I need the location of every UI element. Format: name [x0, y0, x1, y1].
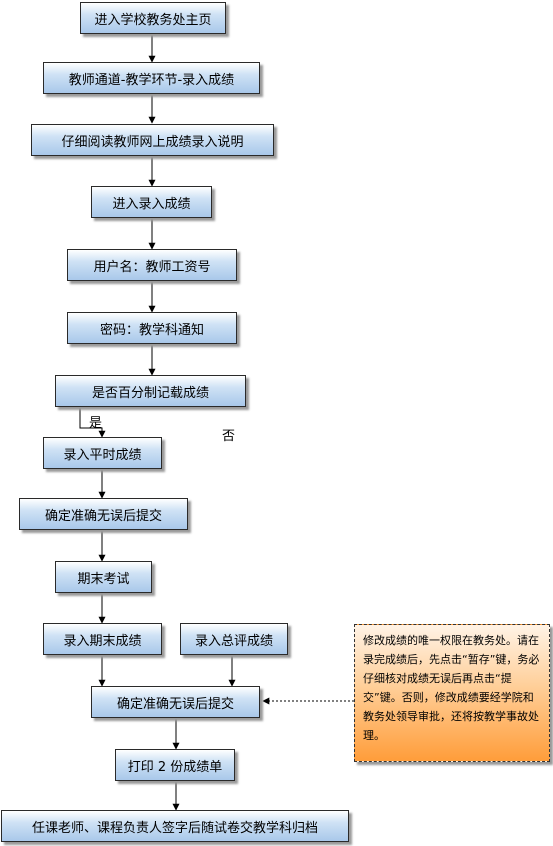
arrow-n7-n8 — [79, 407, 106, 438]
label-no: 否 — [222, 429, 236, 444]
node-confirm-submit-2: 确定准确无误后提交 — [91, 686, 260, 718]
node-enter-homepage: 进入学校教务处主页 — [80, 2, 226, 34]
node-teacher-channel: 教师通道-教学环节-录入成绩 — [43, 62, 260, 94]
node-enter-final-grades: 录入期末成绩 — [43, 623, 162, 655]
node-confirm-submit-1: 确定准确无误后提交 — [19, 498, 188, 530]
node-sign-and-archive: 任课老师、课程负责人签字后随试卷交教学科归档 — [1, 810, 349, 842]
node-read-instructions: 仔细阅读教师网上成绩录入说明 — [31, 124, 274, 156]
node-username: 用户名：教师工资号 — [67, 249, 237, 281]
node-final-exam: 期末考试 — [55, 561, 152, 593]
node-enter-overall-grades: 录入总评成绩 — [180, 623, 288, 655]
node-print-transcripts: 打印 2 份成绩单 — [115, 749, 235, 781]
node-percentage-decision: 是否百分制记载成绩 — [55, 375, 246, 407]
note-modification-policy: 修改成绩的唯一权限在教务处。请在录完成绩后，先点击“暂存”键，务必仔细核对成绩无… — [354, 624, 550, 762]
node-enter-grades: 进入录入成绩 — [91, 186, 212, 218]
node-password: 密码：教学科通知 — [67, 312, 237, 344]
node-enter-regular-grades: 录入平时成绩 — [43, 437, 162, 469]
label-yes: 是 — [89, 416, 103, 431]
